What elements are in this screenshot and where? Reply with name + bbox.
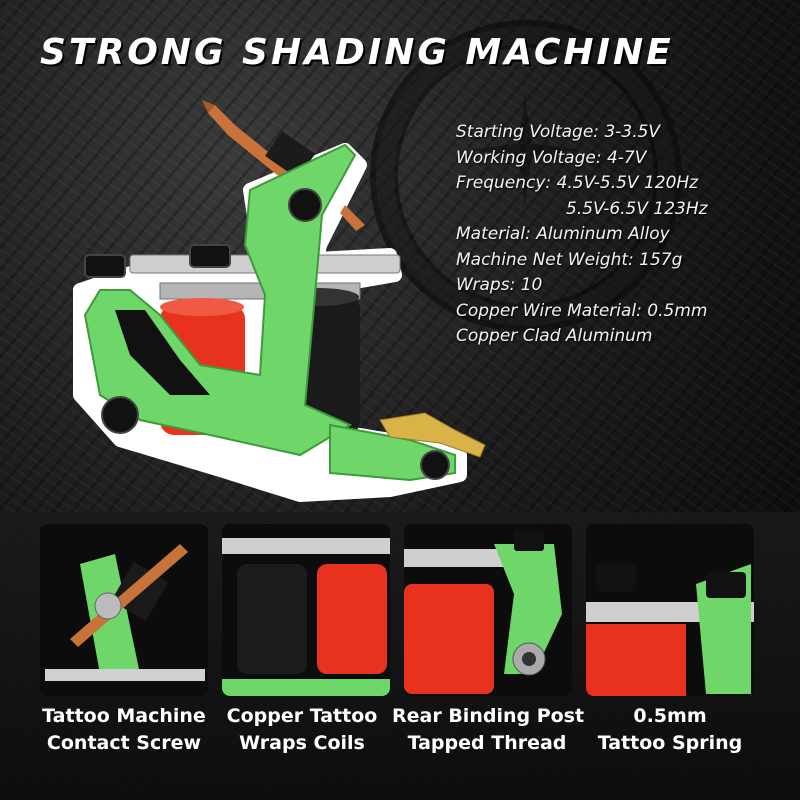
feature-image-contact-screw (40, 524, 208, 696)
caption-line: Rear Binding Post (392, 705, 585, 727)
spec-copper-wire-2: Copper Clad Aluminum (456, 326, 653, 346)
caption-line: Tapped Thread (407, 732, 567, 754)
spec-material: Material: Aluminum Alloy (456, 224, 670, 244)
compass-star-icon (470, 95, 580, 205)
caption-line: Tattoo Machine (42, 705, 206, 727)
feature-caption-binding-post: Rear Binding Post Tapped Thread (392, 703, 585, 757)
tattoo-machine-image (73, 100, 486, 502)
feature-caption-contact-screw: Tattoo Machine Contact Screw (29, 703, 219, 757)
spec-net-weight: Machine Net Weight: 157g (456, 249, 683, 270)
page-title: STRONG SHADING MACHINE (40, 32, 674, 73)
caption-line: Contact Screw (46, 732, 202, 754)
feature-image-spring (586, 524, 754, 696)
compass-watermark (370, 20, 682, 332)
caption-line: Wraps Coils (239, 732, 365, 754)
spec-frequency: Frequency: 4.5V-5.5V 120Hz (456, 173, 699, 193)
feature-caption-coils: Copper Tattoo Wraps Coils (207, 703, 397, 757)
caption-line: Copper Tattoo (226, 705, 378, 727)
feature-caption-spring: 0.5mm Tattoo Spring (575, 703, 765, 757)
caption-line: 0.5mm (633, 705, 707, 727)
feature-image-binding-post (404, 524, 572, 696)
caption-line: Tattoo Spring (597, 732, 743, 754)
spec-starting-voltage: Starting Voltage: 3-3.5V (456, 122, 661, 142)
spec-wraps: Wraps: 10 (456, 275, 543, 295)
feature-image-coils (222, 524, 390, 696)
specifications-list: Starting Voltage: 3-3.5V Working Voltage… (456, 120, 796, 350)
spec-frequency-2: 5.5V-6.5V 123Hz (566, 198, 708, 219)
spec-working-voltage: Working Voltage: 4-7V (456, 147, 647, 168)
spec-copper-wire: Copper Wire Material: 0.5mm (456, 300, 708, 321)
